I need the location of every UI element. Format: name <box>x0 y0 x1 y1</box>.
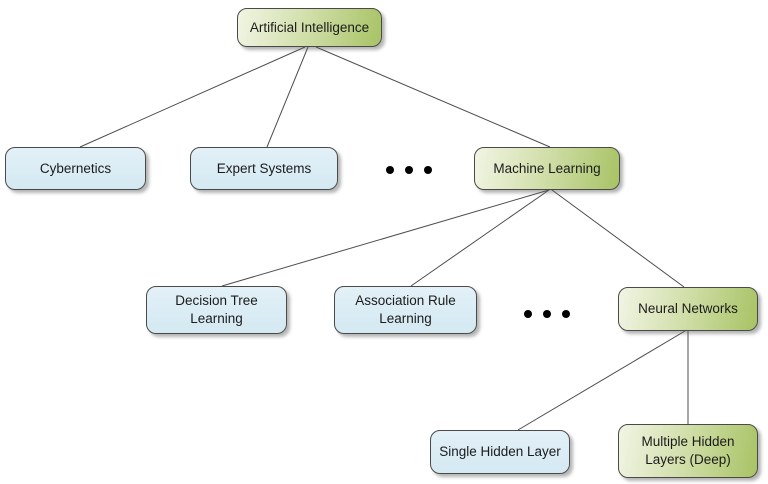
edge-ai-expert-systems <box>266 46 309 148</box>
node-neural-networks: Neural Networks <box>618 287 758 331</box>
edge-ml-decision-tree <box>221 189 550 287</box>
ellipsis-dot <box>424 166 432 174</box>
node-machine-learning: Machine Learning <box>474 147 620 190</box>
edge-ai-cybernetics <box>79 46 306 148</box>
node-artificial-intelligence: Artificial Intelligence <box>237 8 382 47</box>
edge-ml-neural-networks <box>551 189 685 288</box>
ellipsis-dot <box>386 166 394 174</box>
ellipsis-dot <box>405 166 413 174</box>
edge-nn-single-hidden <box>517 330 686 431</box>
ellipsis-dot <box>543 310 551 318</box>
edge-ai-machine-learning <box>315 46 551 148</box>
edge-ml-association-rule <box>410 189 550 287</box>
node-expert-systems: Expert Systems <box>190 147 338 190</box>
node-cybernetics: Cybernetics <box>5 147 146 190</box>
node-decision-tree-learning: Decision Tree Learning <box>146 286 287 334</box>
ellipsis-dot <box>524 310 532 318</box>
node-single-hidden-layer: Single Hidden Layer <box>430 430 570 474</box>
ellipsis-row3 <box>524 310 570 318</box>
node-association-rule-learning: Association Rule Learning <box>334 286 477 334</box>
node-multiple-hidden-layers: Multiple Hidden Layers (Deep) <box>618 424 758 478</box>
ellipsis-dot <box>562 310 570 318</box>
ellipsis-row2 <box>386 166 432 174</box>
